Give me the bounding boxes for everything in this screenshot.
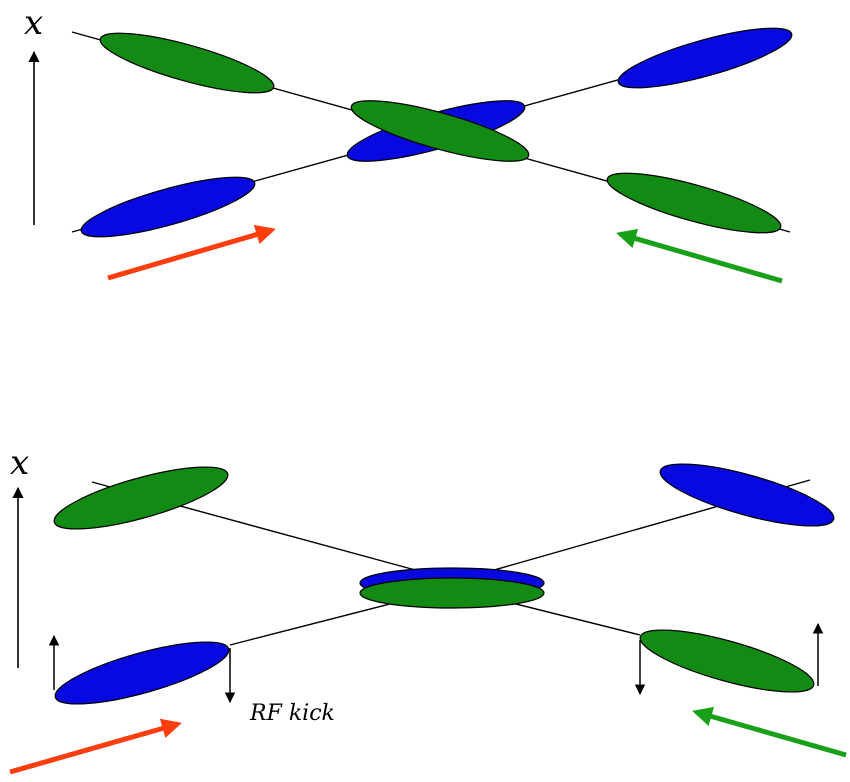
x-axis-label: x xyxy=(10,443,29,483)
beam-direction-arrow-green xyxy=(692,706,847,758)
bunch-blue xyxy=(617,27,793,89)
bunch-blue xyxy=(659,463,835,527)
bunch-green xyxy=(606,172,782,234)
beam-direction-arrow-red xyxy=(9,718,182,775)
x-axis-label: x xyxy=(24,3,43,43)
bunch-blue xyxy=(80,176,256,238)
panel-bottom: x RF kick xyxy=(9,443,847,775)
bunch-blue xyxy=(54,641,230,705)
bunch-green xyxy=(99,32,275,94)
bunch-green-center xyxy=(359,577,545,609)
bunch-green xyxy=(639,629,815,693)
beam-direction-arrow-red xyxy=(107,224,276,281)
bunch-green-center xyxy=(350,100,530,162)
rf-kick-label: RF kick xyxy=(249,701,335,726)
beam-direction-arrow-green xyxy=(616,228,783,284)
bunch-green xyxy=(53,466,229,530)
panel-top: x xyxy=(24,3,793,284)
